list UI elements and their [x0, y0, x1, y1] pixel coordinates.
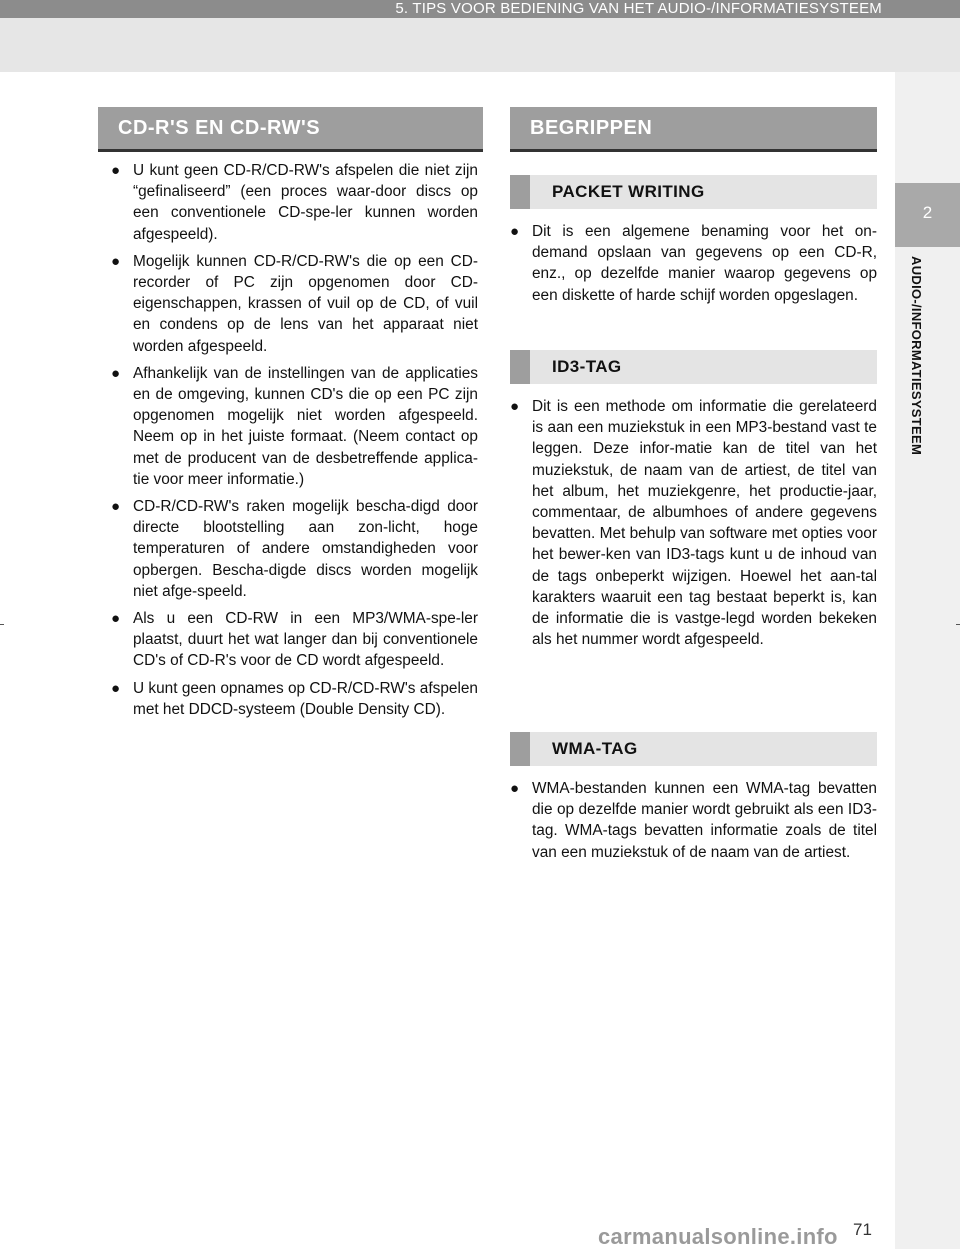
- bullet-text: Mogelijk kunnen CD-R/CD-RW's die op een …: [133, 252, 478, 355]
- crop-mark: [956, 624, 960, 625]
- subheader-packet-writing: PACKET WRITING: [510, 175, 877, 209]
- subheader-marker: [510, 350, 530, 384]
- section-header-begrippen: BEGRIPPEN: [510, 107, 877, 152]
- bullet-icon: ●: [510, 223, 520, 240]
- bullet-icon: ●: [111, 498, 121, 516]
- subheader-marker: [510, 175, 530, 209]
- list-item: ● U kunt geen CD-R/CD-RW's afspelen die n…: [111, 160, 478, 245]
- bullet-text: Als u een CD-RW in een MP3/WMA-spe-ler p…: [133, 610, 478, 670]
- chapter-title: 5. TIPS VOOR BEDIENING VAN HET AUDIO-/IN…: [0, 0, 960, 18]
- bullet-icon: ●: [111, 162, 121, 179]
- crop-mark: [0, 624, 4, 625]
- subheader-marker: [510, 732, 530, 766]
- side-tab: [895, 72, 960, 1249]
- bullet-text: CD-R/CD-RW's raken mogelijk bescha-digd …: [133, 498, 478, 600]
- list-item: ● Afhankelijk van de instellingen van de …: [111, 363, 478, 490]
- id3-tag-list: ● Dit is een methode om informatie die ge…: [510, 396, 877, 650]
- bullet-icon: ●: [111, 252, 121, 270]
- bullet-text: Dit is een methode om informatie die ger…: [532, 398, 877, 649]
- list-item: ● CD-R/CD-RW's raken mogelijk bescha-digd…: [111, 496, 478, 602]
- bullet-icon: ●: [111, 679, 121, 697]
- bullet-icon: ●: [111, 364, 121, 382]
- list-item: ● WMA-bestanden kunnen een WMA-tag bevatt…: [510, 778, 877, 863]
- subheader-label: WMA-TAG: [552, 739, 638, 758]
- list-item: ● U kunt geen opnames op CD-R/CD-RW's afs…: [111, 678, 478, 720]
- subheader-wma-tag: WMA-TAG: [510, 732, 877, 766]
- wma-tag-list: ● WMA-bestanden kunnen een WMA-tag bevatt…: [510, 778, 877, 863]
- section-header-cdr-label: CD-R'S EN CD-RW'S: [118, 117, 321, 139]
- section-header-begrippen-label: BEGRIPPEN: [530, 117, 653, 139]
- bullet-text: Dit is een algemene benaming voor het on…: [532, 223, 877, 304]
- subheader-label: PACKET WRITING: [552, 182, 705, 201]
- bullet-icon: ●: [111, 610, 121, 628]
- bullet-text: Afhankelijk van de instellingen van de a…: [133, 364, 478, 488]
- watermark: carmanualsonline.info: [598, 1224, 838, 1249]
- chapter-number-tab: 2: [895, 183, 960, 247]
- page-number: 71: [853, 1220, 872, 1239]
- bullet-icon: ●: [510, 780, 520, 797]
- cdr-bullet-list: ● U kunt geen CD-R/CD-RW's afspelen die n…: [111, 160, 478, 720]
- bullet-text: U kunt geen opnames op CD-R/CD-RW's afsp…: [133, 679, 478, 718]
- section-header-cdr: CD-R'S EN CD-RW'S: [98, 107, 483, 152]
- list-item: ● Mogelijk kunnen CD-R/CD-RW's die op een…: [111, 251, 478, 357]
- packet-writing-list: ● Dit is een algemene benaming voor het o…: [510, 221, 877, 306]
- list-item: ● Dit is een algemene benaming voor het o…: [510, 221, 877, 306]
- subheader-label: ID3-TAG: [552, 357, 622, 376]
- list-item: ● Dit is een methode om informatie die ge…: [510, 396, 877, 650]
- bullet-text: WMA-bestanden kunnen een WMA-tag bevatte…: [532, 780, 877, 861]
- bullet-icon: ●: [510, 398, 520, 415]
- subheader-id3-tag: ID3-TAG: [510, 350, 877, 384]
- chapter-tab-label: AUDIO-/INFORMATIESYSTEEM: [909, 256, 924, 456]
- list-item: ● Als u een CD-RW in een MP3/WMA-spe-ler …: [111, 608, 478, 672]
- bullet-text: U kunt geen CD-R/CD-RW's afspelen die ni…: [133, 162, 478, 243]
